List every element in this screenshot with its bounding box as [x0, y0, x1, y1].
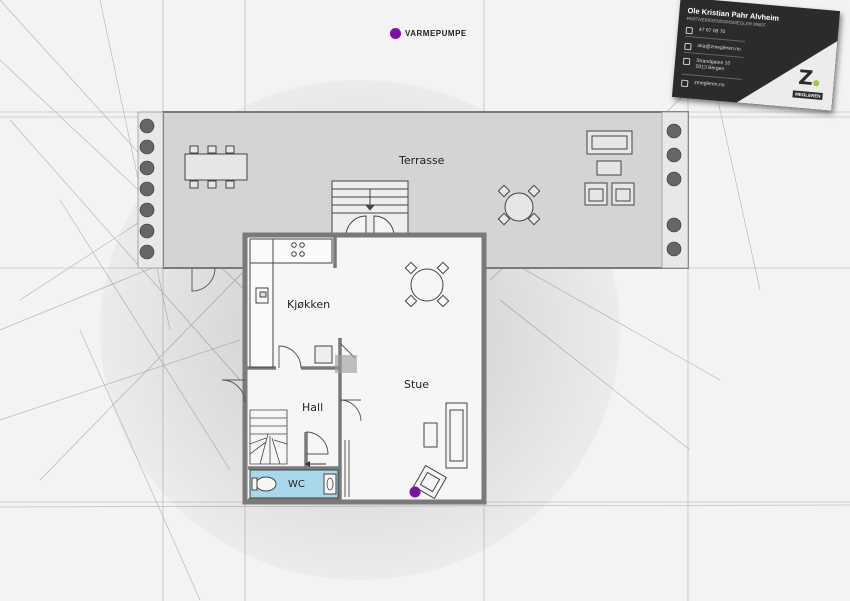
washer — [314, 345, 333, 364]
location-icon — [682, 57, 691, 66]
shrubs — [139, 118, 682, 260]
phone-icon — [685, 26, 694, 35]
room-label-kjokken: Kjøkken — [287, 298, 331, 311]
address-row: Strandgaten 10 5013 Bergen — [682, 57, 731, 73]
email-icon — [684, 42, 692, 51]
lounge-set — [584, 130, 635, 206]
steps — [331, 180, 409, 238]
globe-icon — [680, 79, 689, 88]
house-interior — [242, 232, 487, 505]
kitchen-counter — [249, 238, 333, 368]
business-card: Ole Kristian Pahr Alvheim PARTNER/EIENDO… — [671, 0, 841, 111]
phone-number[interactable]: 47 67 08 70 — [698, 26, 726, 36]
outdoor-dining-table — [184, 145, 248, 189]
door-swings — [191, 267, 362, 455]
website[interactable]: zmegleren.no — [693, 79, 725, 89]
living-room-furniture — [412, 402, 468, 500]
closet — [344, 440, 350, 497]
wc-room — [249, 461, 339, 499]
room-label-stue: Stue — [404, 378, 430, 391]
heat-pump-label: VARMEPUMPE — [405, 29, 467, 38]
heat-pump-marker — [409, 486, 421, 498]
zmegleren-logo: Z● MEGLEREN — [792, 65, 825, 100]
dining-table — [404, 261, 450, 308]
room-label-terrasse: Terrasse — [399, 154, 445, 167]
website-row: zmegleren.no — [680, 79, 725, 91]
round-outdoor-table — [497, 184, 541, 226]
email-address[interactable]: oka@zmegleren.no — [697, 42, 742, 53]
staircase — [249, 409, 288, 465]
heat-pump-icon — [390, 28, 401, 39]
room-label-wc: WC — [288, 479, 305, 490]
room-label-hall: Hall — [302, 401, 324, 414]
heat-pump-legend: VARMEPUMPE — [390, 28, 467, 39]
address-line2: 5013 Bergen — [695, 63, 725, 73]
